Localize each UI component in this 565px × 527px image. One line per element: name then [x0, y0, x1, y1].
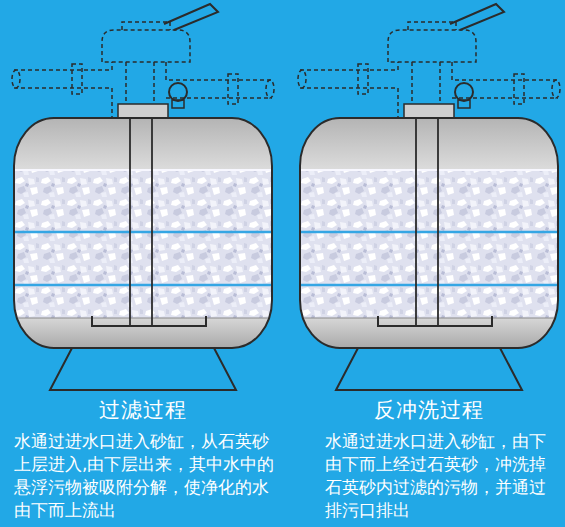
- process-title: 反冲洗过程: [374, 397, 484, 423]
- process-title: 过滤过程: [99, 397, 187, 423]
- filter-tank: [298, 4, 560, 390]
- process-description: 水通过进水口进入砂缸，由下 由下而上经过石英砂，冲洗掉 石英砂内过滤的污物，并通…: [325, 430, 557, 522]
- process-description: 水通过进水口进入砂缸，从石英砂 上层进入,由下层出来，其中水中的 悬浮污物被吸附…: [14, 430, 278, 522]
- filter-tank: [12, 4, 274, 390]
